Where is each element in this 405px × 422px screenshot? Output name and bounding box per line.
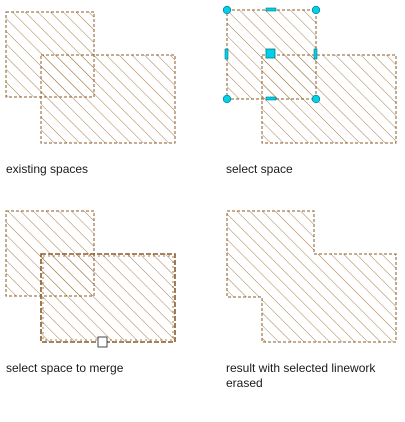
panel-result [226, 210, 397, 343]
space-lower-right [40, 54, 176, 144]
panel-existing-spaces [5, 11, 176, 144]
panel-select-space [222, 5, 397, 144]
edge-dash-grip-icon[interactable] [224, 7, 318, 101]
caption-existing-spaces: existing spaces [6, 162, 89, 176]
caption-select-space: select space [226, 162, 293, 176]
caption-select-space-to-merge: select space to merge [6, 361, 124, 375]
caption-result: result with selected linework erased [226, 361, 376, 390]
cyan-circle-grip-icon[interactable] [222, 5, 321, 104]
space-to-merge-highlight [42, 255, 174, 341]
merged-space [226, 210, 397, 343]
panel-select-space-to-merge [5, 210, 176, 348]
pickbox-cursor-icon [97, 336, 108, 348]
space-to-merge[interactable] [40, 253, 176, 343]
cyan-square-grip-icon[interactable] [265, 48, 276, 59]
